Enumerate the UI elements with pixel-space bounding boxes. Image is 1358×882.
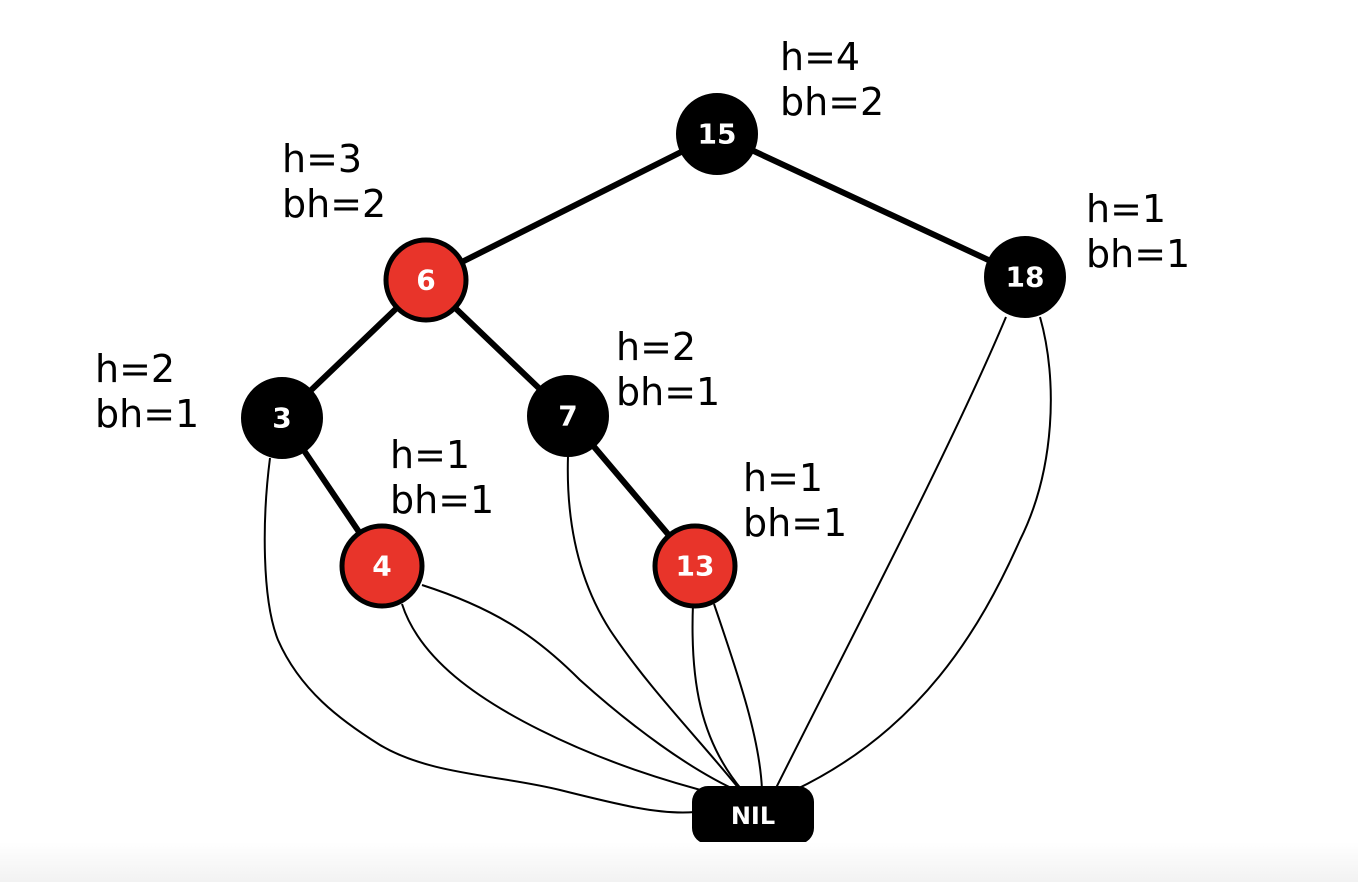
node-circle-15 (676, 93, 758, 175)
height-label-13: h=1 (743, 456, 823, 500)
node-label-13: 13 (676, 550, 715, 583)
node-circle-18 (984, 236, 1066, 318)
nil-link-7 (566, 455, 741, 791)
height-label-18: h=1 (1086, 187, 1166, 231)
nil-link-13 (691, 603, 743, 791)
tree-nodes: 15 6 18 3 7 4 13 (241, 93, 1066, 609)
tree-node-3: 3 (241, 377, 323, 459)
height-label-4: h=1 (390, 433, 470, 477)
annotation-18: h=1bh=1 (1086, 187, 1190, 276)
tree-node-18: 18 (984, 236, 1066, 318)
nil-label: NIL (731, 802, 775, 830)
black-height-label-6: bh=2 (282, 182, 386, 226)
node-circle-6 (383, 237, 469, 323)
node-circle-7 (527, 375, 609, 457)
node-label-4: 4 (372, 550, 391, 583)
black-height-label-4: bh=1 (390, 478, 494, 522)
nil-link-3 (263, 457, 696, 814)
node-circle-3 (241, 377, 323, 459)
node-label-18: 18 (1006, 261, 1045, 294)
tree-node-4: 4 (339, 523, 425, 609)
nil-box (692, 786, 814, 844)
black-height-label-15: bh=2 (780, 80, 884, 124)
annotation-15: h=4bh=2 (780, 35, 884, 124)
nil-link-18 (774, 316, 1007, 791)
annotation-6: h=3bh=2 (282, 137, 386, 226)
nil-link-18 (794, 316, 1052, 791)
tree-node-6: 6 (383, 237, 469, 323)
annotation-13: h=1bh=1 (743, 456, 847, 545)
nil-link-13 (713, 603, 763, 791)
nil-sentinel: NIL (692, 786, 814, 844)
edge-15-6 (424, 131, 719, 283)
black-height-label-18: bh=1 (1086, 232, 1190, 276)
node-circle-4 (339, 523, 425, 609)
tree-node-15: 15 (676, 93, 758, 175)
node-circle-13 (652, 523, 738, 609)
bottom-strip (0, 842, 1358, 882)
nil-link-4 (401, 603, 721, 796)
annotation-7: h=2bh=1 (616, 325, 720, 414)
node-label-6: 6 (416, 264, 435, 297)
node-label-3: 3 (272, 402, 291, 435)
height-label-6: h=3 (282, 137, 362, 181)
black-height-label-3: bh=1 (95, 392, 199, 436)
node-label-7: 7 (558, 400, 577, 433)
edge-15-18 (715, 131, 1027, 280)
nil-links (263, 316, 1052, 814)
tree-node-7: 7 (527, 375, 609, 457)
height-label-7: h=2 (616, 325, 696, 369)
height-label-15: h=4 (780, 35, 860, 79)
nil-link-4 (421, 584, 741, 793)
black-height-label-7: bh=1 (616, 370, 720, 414)
tree-node-13: 13 (652, 523, 738, 609)
annotation-4: h=1bh=1 (390, 433, 494, 522)
height-label-3: h=2 (95, 347, 175, 391)
black-height-label-13: bh=1 (743, 501, 847, 545)
node-label-15: 15 (698, 118, 737, 151)
annotation-3: h=2bh=1 (95, 347, 199, 436)
